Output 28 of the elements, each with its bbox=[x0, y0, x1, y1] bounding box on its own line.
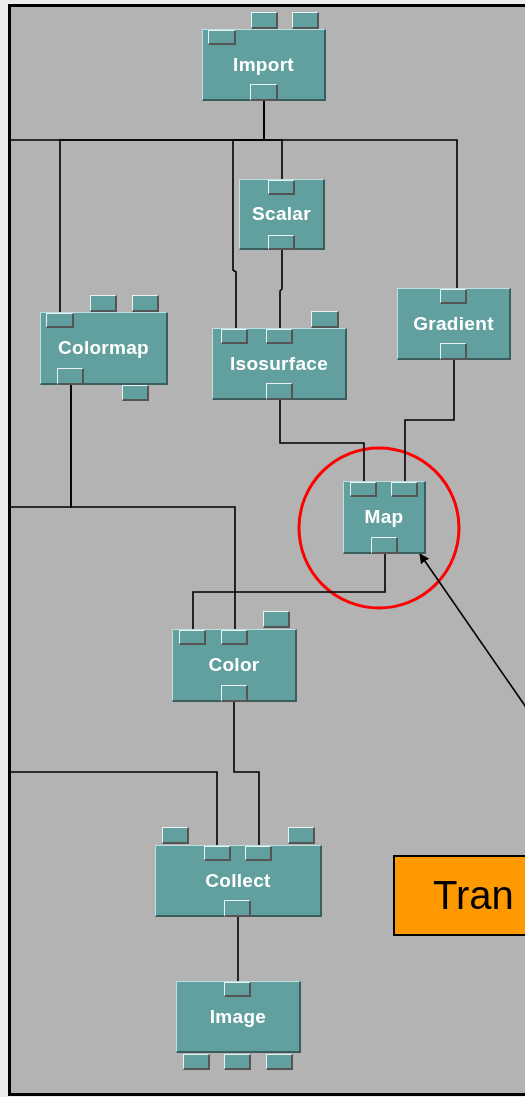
wire bbox=[233, 701, 260, 846]
module-box bbox=[155, 845, 322, 917]
module-name: Image bbox=[209, 1005, 267, 1028]
module-box bbox=[40, 312, 168, 385]
module-name: Map bbox=[364, 506, 404, 528]
module-box bbox=[212, 328, 347, 400]
module-box bbox=[397, 288, 511, 360]
module-name: Gradient bbox=[413, 312, 494, 335]
module-box bbox=[239, 179, 325, 250]
module-box bbox=[176, 981, 301, 1053]
module-name: Collect bbox=[205, 869, 271, 892]
module-box bbox=[343, 481, 426, 554]
note-text: Tran bbox=[433, 873, 514, 918]
module-box bbox=[202, 29, 326, 101]
wire bbox=[237, 916, 239, 982]
module-name: Colormap bbox=[57, 337, 150, 359]
module-name: Color bbox=[208, 654, 260, 676]
wire bbox=[192, 553, 386, 630]
module-box bbox=[172, 629, 297, 702]
note-box bbox=[393, 855, 525, 936]
wire bbox=[279, 249, 283, 329]
wire bbox=[10, 771, 218, 846]
module-name: Isosurface bbox=[229, 352, 328, 375]
wire bbox=[10, 384, 72, 508]
module-name: Scalar bbox=[252, 203, 311, 225]
module-name: Import bbox=[233, 53, 294, 76]
wire bbox=[279, 399, 365, 482]
wire bbox=[404, 359, 455, 482]
